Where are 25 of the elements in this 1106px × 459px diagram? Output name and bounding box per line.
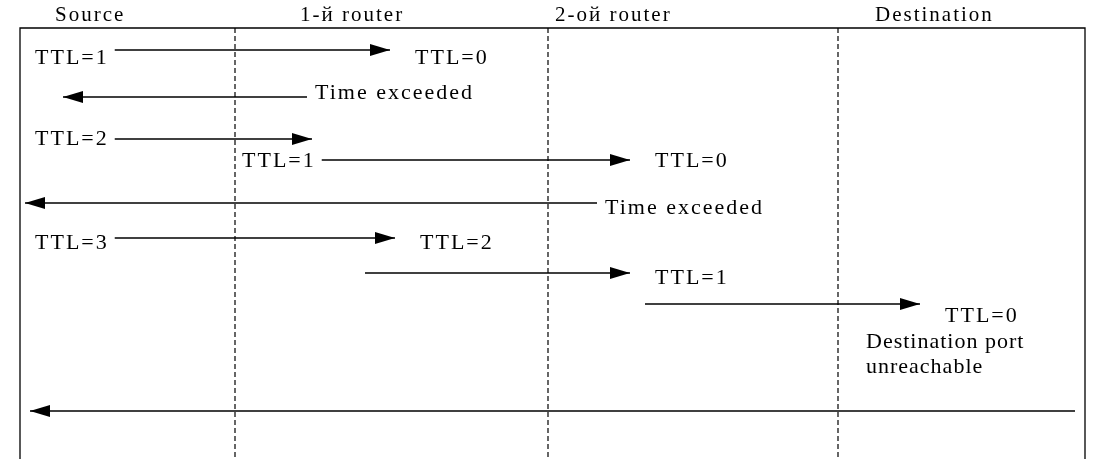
- arrow: [114, 133, 313, 145]
- column-header: 1-й router: [300, 2, 405, 26]
- arrow: [644, 298, 921, 310]
- ttl-label: TTL=3: [35, 229, 109, 254]
- ttl-label: TTL=1: [655, 264, 729, 289]
- arrow: [114, 232, 396, 244]
- ttl-label: Time exceeded: [315, 79, 474, 104]
- column-header: Destination: [875, 2, 994, 26]
- ttl-label: TTL=1: [242, 139, 316, 172]
- arrow: [114, 44, 391, 56]
- ttl-label: TTL=2: [35, 125, 109, 150]
- arrow: [29, 405, 1076, 417]
- ttl-label: TTL=0: [415, 44, 489, 69]
- column-header: 2-ой router: [555, 2, 672, 26]
- ttl-label: Time exceeded: [605, 194, 764, 219]
- ttl-label: TTL=1: [35, 44, 109, 69]
- arrow: [364, 267, 631, 279]
- ttl-label: TTL=2: [420, 229, 494, 254]
- arrow: [62, 91, 308, 103]
- arrow: [321, 154, 631, 166]
- message-text: Destination port unreachable: [866, 328, 1082, 378]
- column-header: Source: [55, 2, 126, 26]
- arrow: [24, 197, 598, 209]
- ttl-label: TTL=0: [655, 147, 729, 172]
- ttl-label: TTL=0: [945, 302, 1019, 327]
